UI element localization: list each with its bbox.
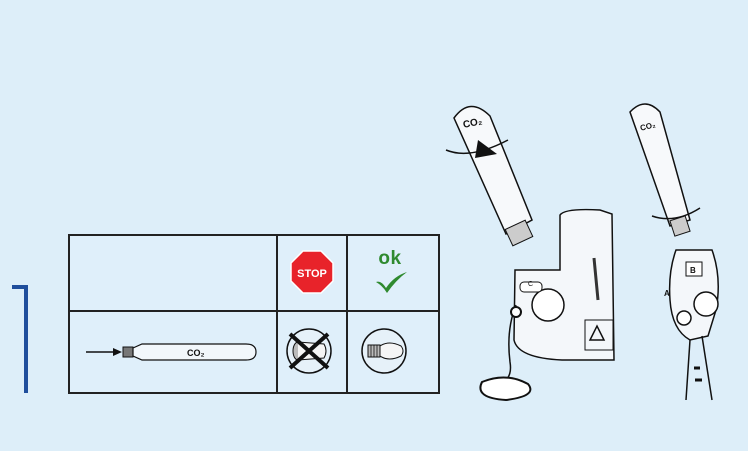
no-used-cylinder-icon [286, 328, 332, 374]
section-bracket [12, 285, 28, 393]
ok-label: ok [378, 248, 402, 269]
check-mark-icon [376, 272, 407, 293]
right-inflator-body: B A [664, 249, 719, 401]
table-divider-vertical-1 [276, 236, 278, 392]
instruction-table: STOP ok CO₂ [68, 234, 440, 394]
stop-sign-icon: STOP [290, 250, 334, 294]
co2-cylinder-icon [86, 343, 257, 361]
stop-label: STOP [297, 268, 327, 280]
marker-a: A [664, 289, 670, 298]
threaded-cylinder-icon [361, 328, 407, 374]
marker-b: B [690, 266, 696, 275]
right-co2-cylinder [629, 103, 691, 237]
inflator-illustration: C B A [445, 103, 719, 402]
rotation-arrow-right [651, 207, 701, 220]
marker-c: C [528, 281, 533, 288]
cylinder-label: CO₂ [187, 348, 205, 358]
table-divider-vertical-2 [346, 236, 348, 392]
warning-triangle-icon [588, 324, 606, 341]
arrow-right-icon [113, 348, 122, 356]
arrow-icon [475, 140, 497, 158]
table-divider-horizontal [70, 310, 438, 312]
left-co2-cylinder [453, 105, 534, 247]
rotation-arrow-left [445, 139, 509, 155]
left-inflator-body: C [479, 208, 615, 402]
